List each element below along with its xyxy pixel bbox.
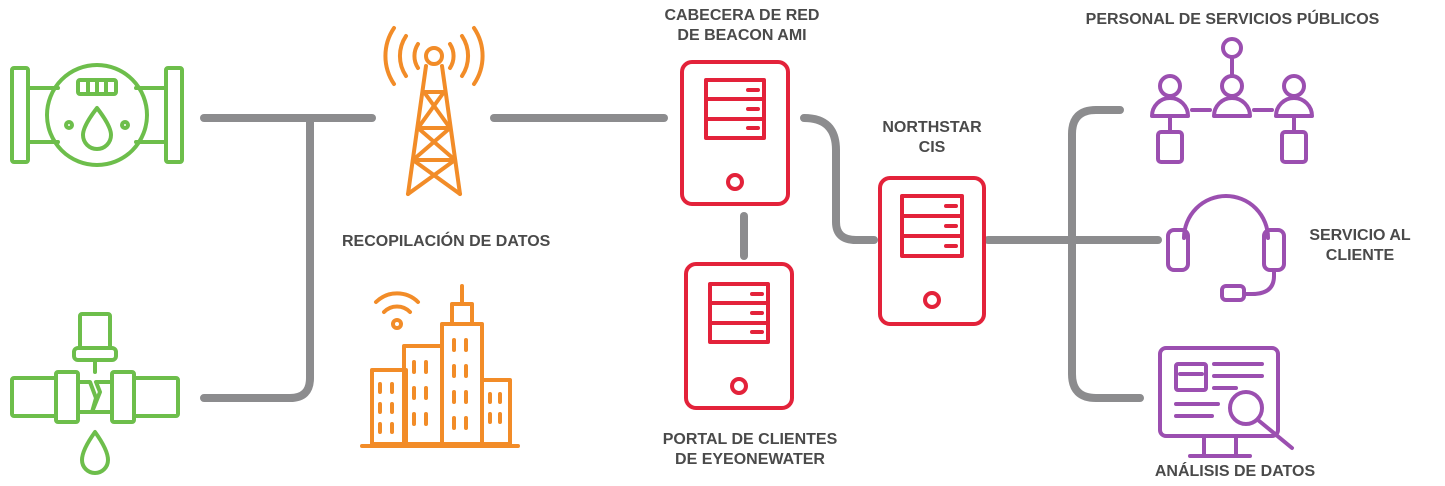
label-service-line1: SERVICIO AL <box>1309 227 1411 244</box>
leaking-pipe-icon <box>10 312 180 475</box>
radio-tower-icon <box>383 26 485 196</box>
line-pipe <box>200 114 316 402</box>
label-cis: NORTHSTAR CIS <box>852 118 1012 158</box>
connector-lines <box>200 106 1162 402</box>
label-data-collection: RECOPILACIÓN DE DATOS <box>342 233 551 250</box>
server-icon <box>680 60 790 206</box>
label-portal: PORTAL DE CLIENTES DE EYEONEWATER <box>620 430 880 470</box>
label-headend: CABECERA DE RED DE BEACON AMI <box>612 6 872 46</box>
label-service-line2: CLIENTE <box>1325 247 1395 264</box>
label-portal-line2: DE EYEONEWATER <box>675 451 825 468</box>
label-headend-line1: CABECERA DE RED <box>664 7 820 24</box>
org-chart-people-icon <box>1150 37 1314 164</box>
line-hub-branches <box>1068 106 1144 402</box>
headset-icon <box>1166 194 1286 302</box>
label-customer-service: SERVICIO AL CLIENTE <box>1290 226 1430 266</box>
water-meter-icon <box>10 63 184 167</box>
label-headend-line2: DE BEACON AMI <box>677 27 807 44</box>
server-icon <box>878 176 986 326</box>
line-headend-cis <box>800 114 878 244</box>
label-analytics: ANÁLISIS DE DATOS <box>1154 463 1316 480</box>
monitor-magnifier-icon <box>1158 346 1294 458</box>
smart-city-icon <box>360 284 520 448</box>
label-portal-line1: PORTAL DE CLIENTES <box>662 431 838 448</box>
label-cis-line1: NORTHSTAR <box>882 119 982 136</box>
server-icon <box>684 262 794 410</box>
label-utility-staff: PERSONAL DE SERVICIOS PÚBLICOS <box>1085 11 1380 28</box>
label-cis-line2: CIS <box>918 139 946 156</box>
